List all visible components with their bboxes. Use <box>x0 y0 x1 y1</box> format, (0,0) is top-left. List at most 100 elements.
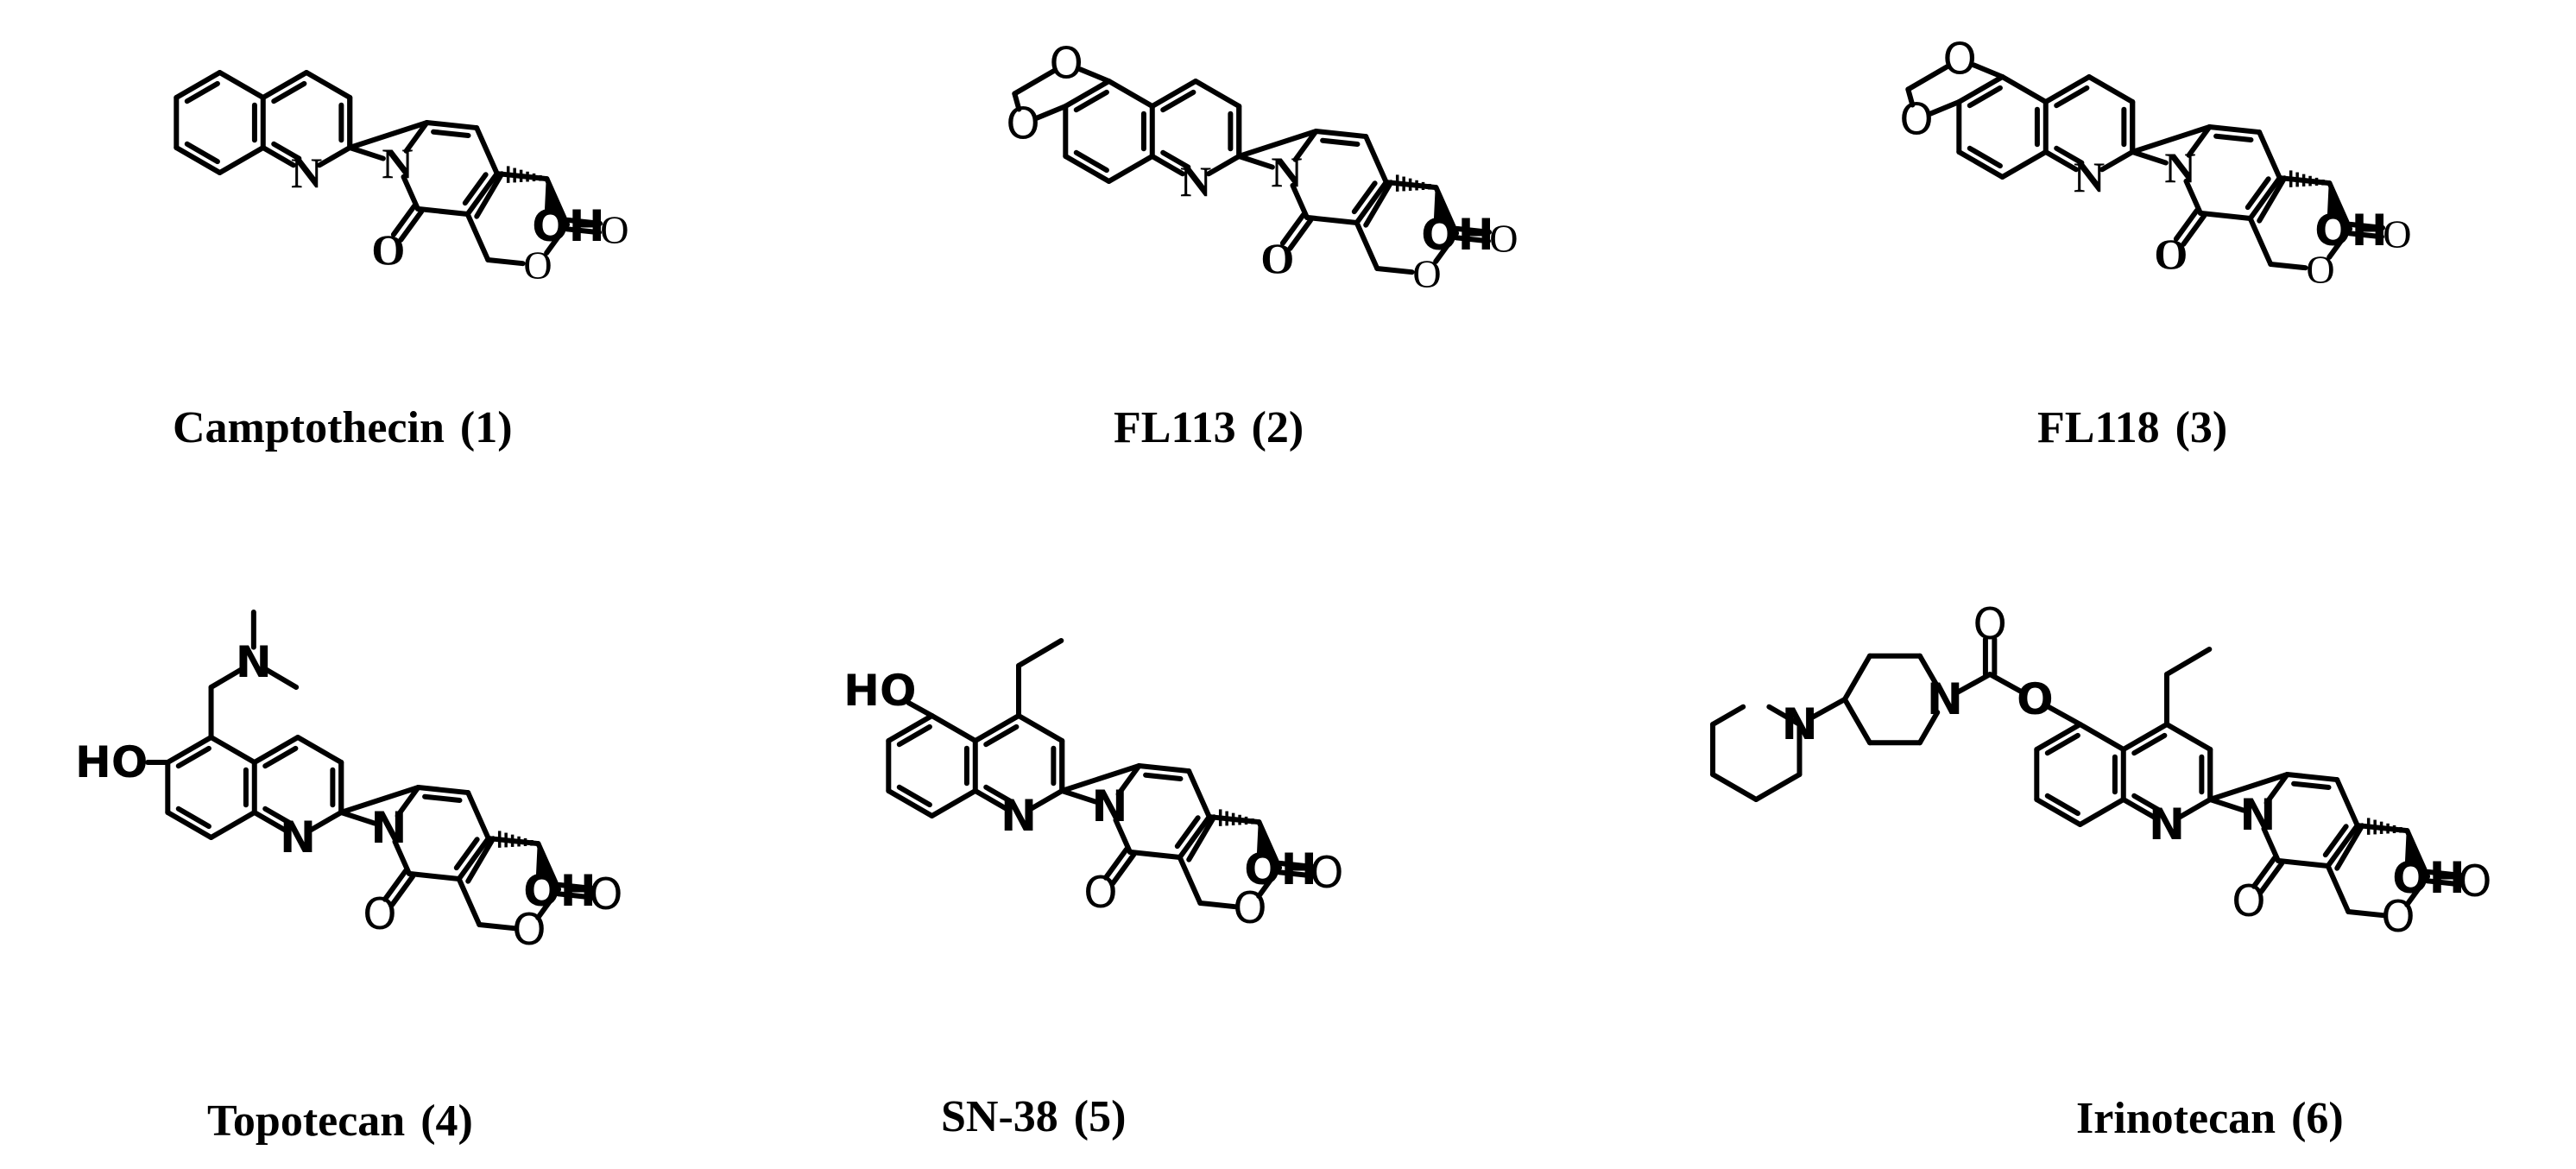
atom-label: O <box>1899 94 1933 144</box>
bond <box>1290 182 1310 220</box>
bond <box>1063 79 1112 109</box>
atom-label: OH <box>1244 844 1316 894</box>
bond <box>485 256 526 267</box>
bond <box>1753 772 1803 802</box>
bond <box>1279 212 1306 246</box>
bond <box>2186 124 2213 158</box>
bond <box>1059 763 1142 793</box>
bond <box>2334 823 2365 871</box>
compound-caption: SN-38(5) <box>941 1092 1126 1141</box>
bond <box>1277 860 1316 869</box>
bond <box>382 868 408 902</box>
bond <box>1193 79 1242 109</box>
bond <box>1841 653 1872 702</box>
atom-label: N <box>2239 790 2276 840</box>
bond <box>2291 780 2332 790</box>
bond <box>1160 89 1196 113</box>
atom-label: O <box>1260 234 1294 282</box>
atom-label: OH <box>1421 210 1493 260</box>
atom-label: O <box>1973 599 2006 649</box>
bond <box>1197 900 1238 910</box>
bond <box>465 790 491 842</box>
bond <box>295 735 344 765</box>
bond <box>2247 215 2274 267</box>
atom-label: O <box>2306 248 2334 292</box>
bond <box>208 667 243 690</box>
bond <box>1967 145 2003 169</box>
atom-label: O <box>1310 848 1343 898</box>
bond <box>2207 124 2263 136</box>
bond <box>1186 814 1217 863</box>
bond <box>2284 772 2340 783</box>
bond <box>2099 149 2136 173</box>
bond <box>1102 846 1129 881</box>
bond <box>401 174 420 212</box>
bond <box>338 810 377 826</box>
bond <box>1149 79 1198 109</box>
atom-label: O <box>523 243 552 288</box>
bond <box>1063 154 1112 184</box>
bond <box>1916 653 1941 689</box>
bond <box>2120 722 2169 752</box>
bond <box>1351 180 1378 215</box>
bond <box>2054 85 2090 109</box>
bond <box>1710 704 1746 727</box>
bond <box>2131 732 2168 756</box>
bond <box>983 724 1020 748</box>
bond <box>1454 225 1493 235</box>
compound-caption: FL113(2) <box>1114 403 1304 452</box>
atom-label: O <box>1943 35 1977 85</box>
bond <box>1313 129 1369 140</box>
bond <box>251 735 300 765</box>
bond <box>2322 824 2349 858</box>
atom-label: N <box>291 148 322 197</box>
bond <box>1354 180 1389 225</box>
atom-label: HO <box>75 737 148 787</box>
bond <box>2183 178 2203 216</box>
bond <box>2207 797 2246 813</box>
bond <box>317 145 353 168</box>
bond <box>2404 874 2431 907</box>
bond <box>308 810 344 833</box>
bond <box>1206 154 1242 177</box>
bond <box>2130 124 2213 155</box>
compound-number: (1) <box>460 403 513 452</box>
bond <box>1029 788 1065 812</box>
bond <box>1956 74 2005 104</box>
bond <box>2130 149 2169 166</box>
bond <box>2087 74 2136 104</box>
compound-name: Topotecan <box>207 1096 405 1146</box>
atom-label: O <box>2154 230 2188 278</box>
atom-label: O <box>1083 868 1117 918</box>
atom-label: O <box>363 889 396 939</box>
bond <box>422 793 463 803</box>
compound-number: (4) <box>420 1096 473 1146</box>
compound-caption: FL118(3) <box>2037 403 2227 452</box>
bond <box>1012 68 1057 97</box>
bond <box>1073 149 1109 174</box>
bond <box>165 810 214 840</box>
atom-label: O <box>2458 856 2491 907</box>
atom-label: N <box>370 803 407 853</box>
bond <box>2077 797 2126 827</box>
bond <box>1127 849 1183 860</box>
compound-number: (2) <box>1252 403 1304 452</box>
bond <box>565 217 603 226</box>
bond <box>1016 713 1065 743</box>
bond <box>2054 145 2085 166</box>
bond <box>1967 85 2003 109</box>
bond <box>1304 214 1360 225</box>
bond <box>1160 149 1191 170</box>
bond <box>389 873 416 907</box>
bond <box>2263 772 2290 806</box>
bond <box>1971 62 2005 79</box>
bond <box>415 785 471 796</box>
bond <box>1113 817 1133 855</box>
bond <box>462 172 489 206</box>
wedge-bond <box>1256 821 1273 857</box>
bond <box>2245 176 2271 211</box>
atom-label: N <box>2164 143 2195 192</box>
bond <box>1905 86 1916 108</box>
